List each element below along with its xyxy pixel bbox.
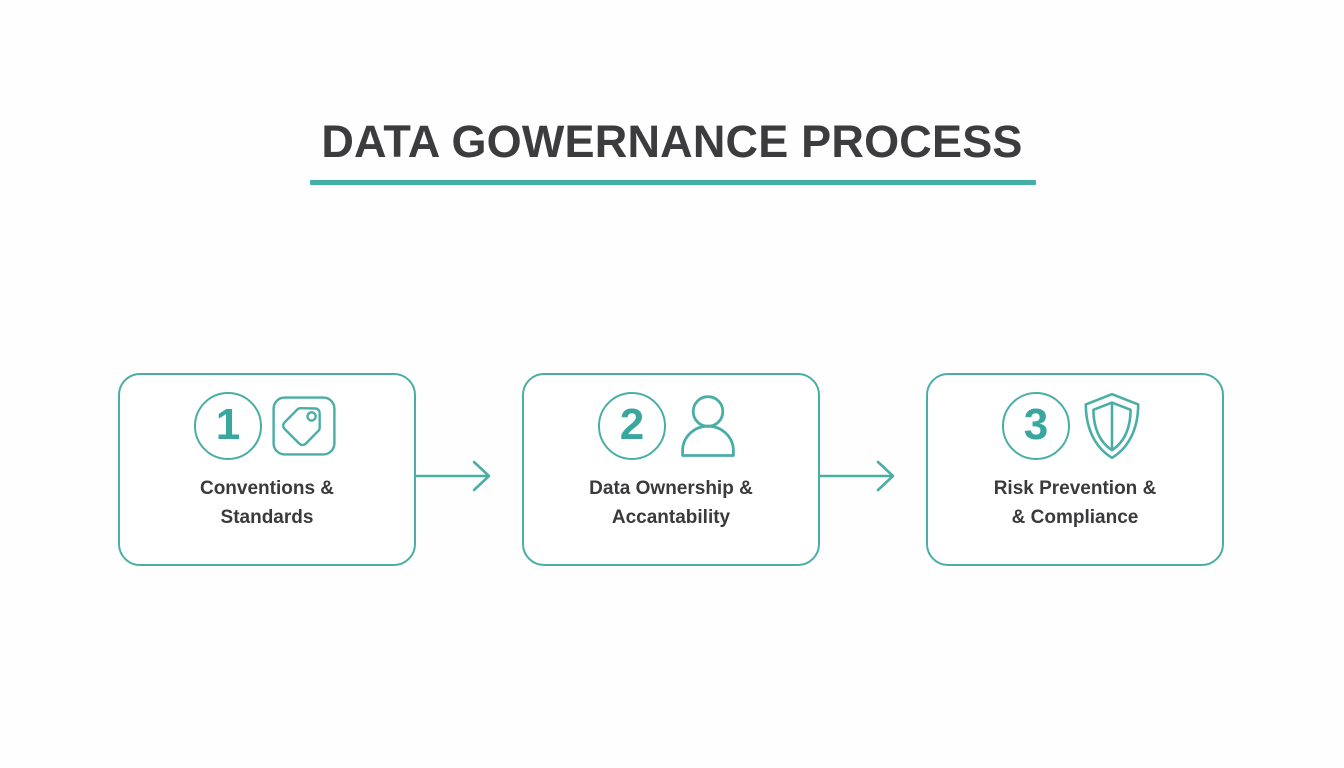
process-step-card-2[interactable]: 2 Data Ownership & Accantability <box>522 373 820 566</box>
step-3-header: 3 <box>928 387 1222 465</box>
process-flow: 1 Conventions & Standards <box>0 373 1344 573</box>
step-2-number-badge: 2 <box>598 392 666 460</box>
step-2-caption-line-2: Accantability <box>611 506 731 528</box>
slide-title-block: DATA GOWERNANCE PROCESS <box>0 116 1344 185</box>
step-1-number: 1 <box>215 400 241 449</box>
process-step-card-3[interactable]: 3 Risk Prevention & & Compliance <box>926 373 1224 566</box>
arrow-step2-to-step3-icon <box>819 459 904 493</box>
shield-icon <box>1076 390 1148 462</box>
process-step-card-1[interactable]: 1 Conventions & Standards <box>118 373 416 566</box>
step-1-caption: Conventions & Standards <box>120 475 414 533</box>
step-3-caption: Risk Prevention & & Compliance <box>928 475 1222 533</box>
step-3-number-badge: 3 <box>1002 392 1070 460</box>
step-3-caption-line-1: Risk Prevention & <box>993 478 1157 499</box>
page-title: DATA GOWERNANCE PROCESS <box>321 116 1023 167</box>
step-3-caption-line-2: & Compliance <box>1011 506 1139 528</box>
title-underline-rule <box>310 180 1036 185</box>
step-2-caption: Data Ownership & Accantability <box>524 475 818 533</box>
tag-icon <box>268 390 340 462</box>
step-2-header: 2 <box>524 387 818 465</box>
step-2-number: 2 <box>619 400 645 449</box>
step-3-number: 3 <box>1023 400 1049 449</box>
step-1-number-badge: 1 <box>194 392 262 460</box>
person-icon <box>672 390 744 462</box>
step-1-header: 1 <box>120 387 414 465</box>
arrow-step1-to-step2-icon <box>415 459 500 493</box>
step-2-caption-line-1: Data Ownership & <box>589 478 753 499</box>
step-1-caption-line-2: Standards <box>220 506 314 528</box>
step-1-caption-line-1: Conventions & <box>199 478 335 499</box>
